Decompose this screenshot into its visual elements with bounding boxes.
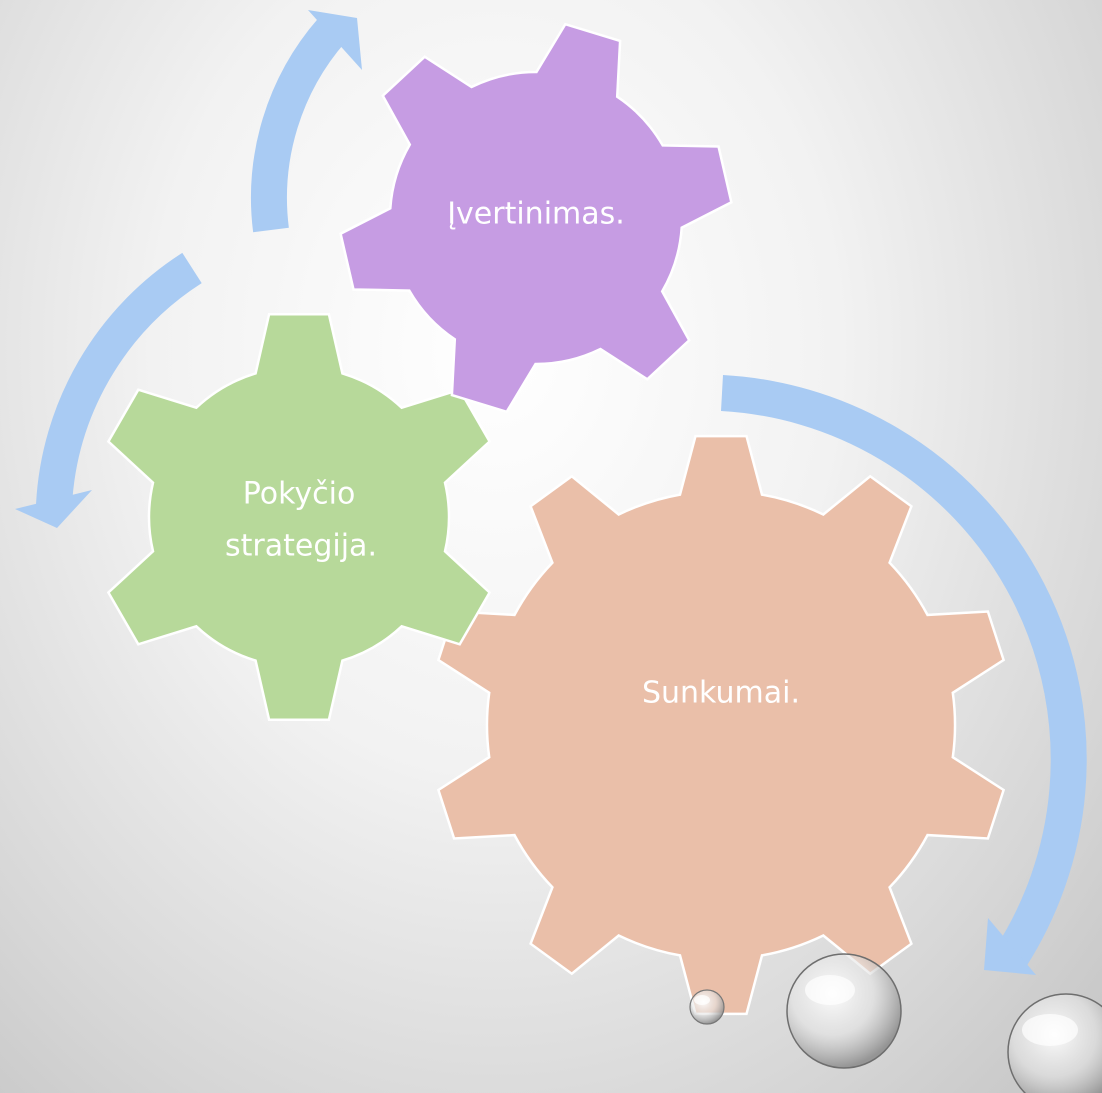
gear-large	[436, 434, 1006, 1016]
gear-medium	[106, 312, 492, 722]
droplet-decoration	[1007, 993, 1102, 1093]
gear-small-label: Įvertinimas.	[447, 197, 625, 232]
cycle-arrow-right	[720, 375, 1087, 975]
droplet-decoration	[786, 953, 902, 1069]
gear-large-label: Sunkumai.	[642, 676, 800, 711]
gear-medium-label-line2: strategija.	[225, 529, 377, 564]
cycle-arrow-left	[15, 252, 202, 528]
gear-medium-label-line1: Pokyčio	[243, 477, 356, 512]
droplet-decoration	[689, 989, 725, 1025]
cycle-arrow-top	[251, 10, 362, 233]
gear-small	[339, 22, 733, 414]
